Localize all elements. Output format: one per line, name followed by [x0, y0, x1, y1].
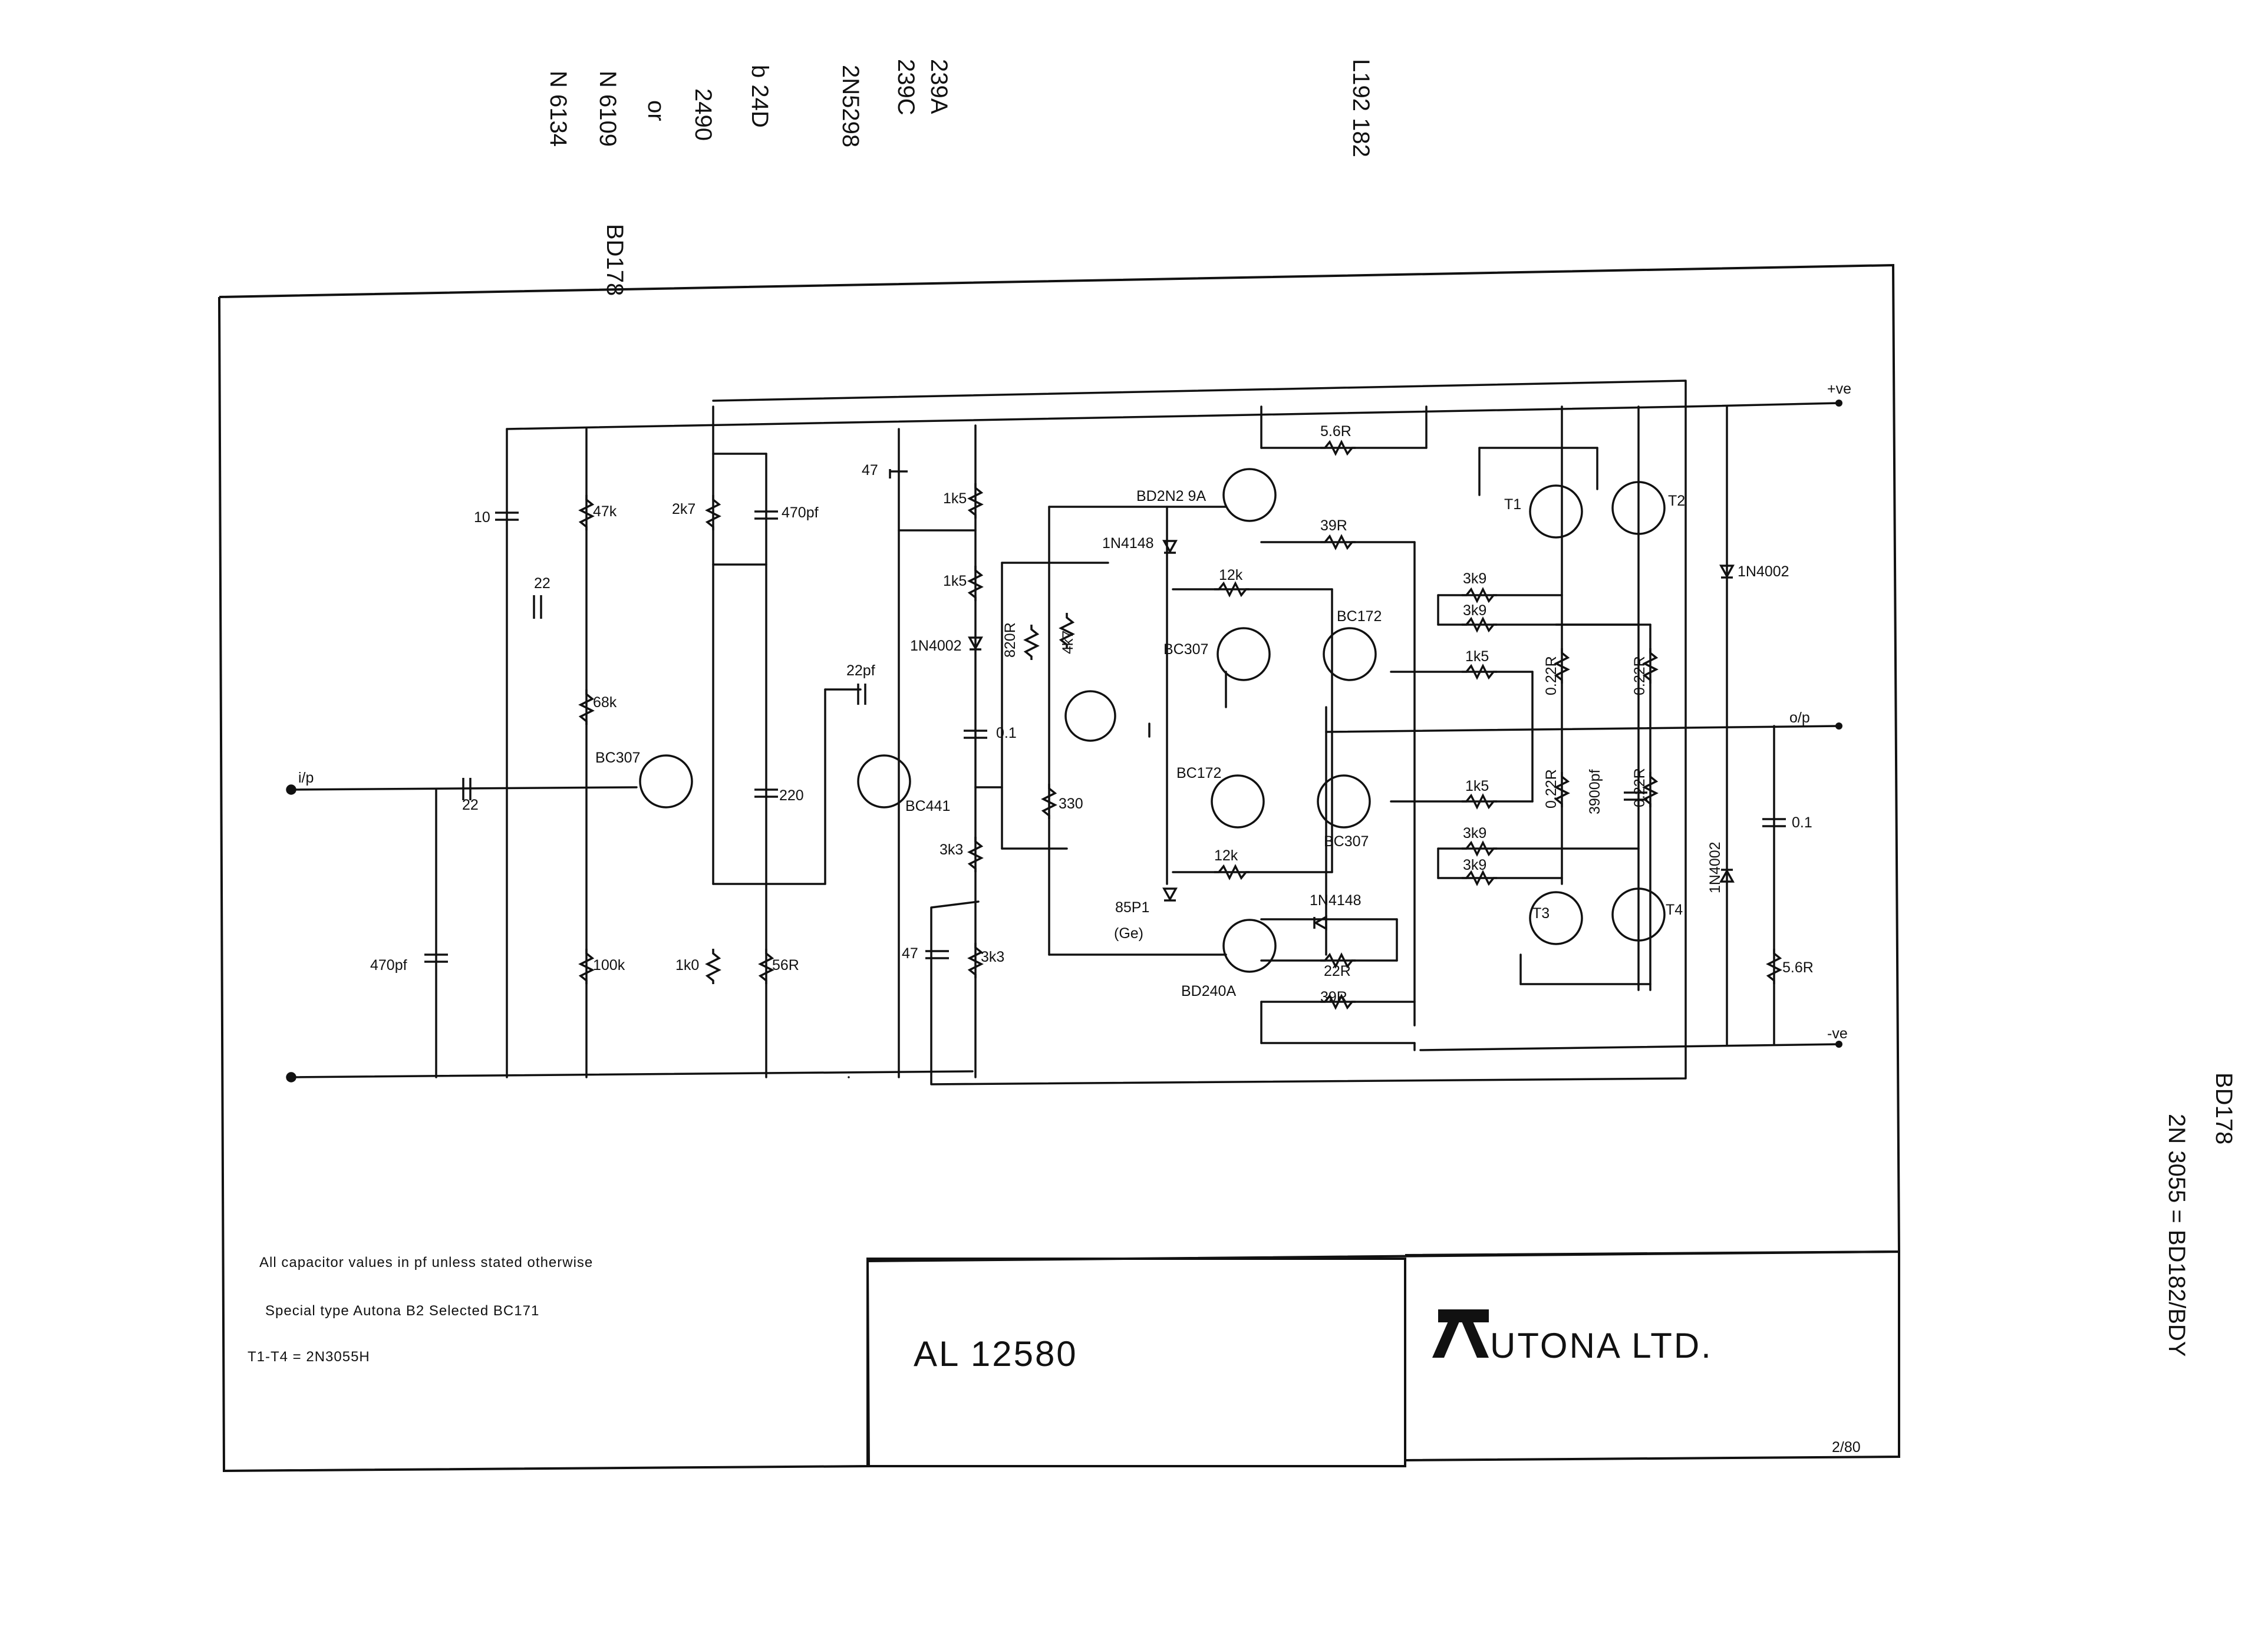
label-r-56-out: 5.6R: [1782, 959, 1814, 976]
label-c-22-bias: 22: [534, 575, 550, 592]
note-capacitors: All capacitor values in pf unless stated…: [259, 1255, 593, 1270]
label-d-1n4002-c: 1N4002: [1707, 842, 1723, 893]
input-terminal-label: i/p: [298, 770, 314, 786]
label-r-3k3-a: 3k3: [939, 842, 963, 858]
label-r-39r-top: 39R: [1320, 517, 1347, 534]
label-r-39r-bot: 39R: [1320, 989, 1347, 1005]
hand-or: or: [643, 100, 669, 121]
label-r-3k9-c: 3k9: [1463, 825, 1486, 842]
label-r-022-c: 0.22R: [1543, 769, 1560, 808]
hand-2n3055: 2N 3055 = BD182/BDY: [2164, 1114, 2190, 1357]
label-c-220: 220: [779, 787, 804, 804]
hand-bd178-top: BD178: [602, 224, 628, 296]
label-c-470-fb: 470pf: [782, 504, 819, 521]
capacitors: [424, 469, 1786, 963]
label-d-85p1: 85P1: [1115, 899, 1149, 916]
label-r-56-top: 5.6R: [1320, 423, 1351, 440]
label-r-3k9-b: 3k9: [1463, 602, 1486, 619]
label-c-470-in: 470pf: [370, 957, 407, 974]
hand-2490: 2490: [690, 88, 716, 141]
label-c-01-mid: 0.1: [996, 725, 1017, 741]
label-q-bd240: BD240A: [1181, 983, 1236, 999]
label-c-10: 10: [474, 509, 490, 526]
label-r-1k5-b: 1k5: [943, 573, 967, 589]
label-vr-4k7: 4k7: [1060, 631, 1076, 654]
label-r-3k9-d: 3k9: [1463, 857, 1486, 873]
label-r-22r: 22R: [1324, 963, 1351, 979]
notes: All capacitor values in pf unless stated…: [248, 1255, 593, 1365]
title-block: AL 12580 UTONA LTD. 2/80: [914, 1309, 1861, 1456]
label-r-022-d: 0.22R: [1631, 768, 1648, 807]
label-r-1k5-d: 1k5: [1465, 778, 1489, 794]
hand-bd178-right: BD178: [2211, 1072, 2237, 1144]
sheet-number: 2/80: [1832, 1439, 1861, 1456]
label-q-bc172-u: BC172: [1337, 608, 1382, 625]
label-q-t4: T4: [1666, 902, 1683, 918]
hand-239c: 239C: [893, 59, 919, 116]
hand-l192: L192 182: [1348, 59, 1374, 157]
note-special: Special type Autona B2 Selected BC171: [265, 1303, 539, 1319]
label-q-bc172-l: BC172: [1176, 765, 1221, 781]
label-q-in: BC307: [595, 750, 640, 766]
neg-rail-label: -ve: [1827, 1025, 1848, 1042]
label-q-bd242: BD2N2 9A: [1136, 488, 1206, 504]
diodes: [968, 540, 1735, 930]
pos-rail-label: +ve: [1827, 381, 1851, 397]
label-c-3900: 3900pf: [1587, 769, 1603, 814]
label-q-t2: T2: [1668, 493, 1685, 509]
label-r-330: 330: [1059, 796, 1083, 812]
autona-logo: [1432, 1309, 1489, 1358]
label-r-12k-a: 12k: [1219, 567, 1243, 583]
terminal-labels: i/p o/p +ve -ve: [298, 381, 1851, 1042]
label-r-820r: 820R: [1002, 622, 1018, 658]
transistors: [639, 468, 1666, 973]
label-r-022-b: 0.22R: [1631, 656, 1648, 695]
resistors: [578, 440, 1782, 1010]
label-q-bc307-u: BC307: [1163, 641, 1208, 658]
label-r-3k9-a: 3k9: [1463, 570, 1486, 587]
label-c-in: 22: [462, 797, 479, 813]
label-r-1k0: 1k0: [675, 957, 699, 974]
label-r-022-a: 0.22R: [1543, 656, 1560, 695]
label-r-1k5-a: 1k5: [943, 490, 967, 507]
label-d-ge: (Ge): [1114, 925, 1143, 942]
drawing-frame: [218, 263, 1901, 1473]
label-d-1n4002-b: 1N4002: [1738, 563, 1789, 580]
wiring: [286, 380, 1842, 1085]
label-d-1n4002-a: 1N4002: [910, 638, 962, 654]
label-c-22pf: 22pf: [846, 662, 875, 679]
hand-n6109: N 6109: [595, 71, 621, 147]
label-r-3k3-b: 3k3: [981, 949, 1004, 965]
hand-b24d: b 24D: [747, 65, 773, 128]
company-name: UTONA LTD.: [1490, 1326, 1713, 1365]
label-r-2k7: 2k7: [672, 501, 695, 517]
label-r-12k-b: 12k: [1214, 847, 1238, 864]
label-d-1n4148-a: 1N4148: [1102, 535, 1154, 552]
label-c-47-top: 47: [862, 462, 878, 478]
label-r-100k: 100k: [593, 957, 625, 974]
label-c-47-bot: 47: [902, 945, 918, 962]
handwritten-annotations: 239A 239C 2N5298 b 24D 2490 or N 6109 N …: [545, 59, 2237, 1357]
output-terminal-label: o/p: [1789, 710, 1810, 726]
hand-2n5298: 2N5298: [838, 65, 863, 147]
label-q-bc307-l: BC307: [1324, 833, 1369, 850]
label-r-68k: 68k: [593, 694, 617, 711]
label-d-1n4148-b: 1N4148: [1310, 892, 1362, 909]
label-r-1k5-c: 1k5: [1465, 648, 1489, 665]
label-q-t1: T1: [1504, 496, 1521, 513]
hand-n6134: N 6134: [545, 71, 571, 147]
label-r-56r: 56R: [772, 957, 799, 974]
component-labels: 22 470pf 10 22 47k 68k 100k BC307 2k7 1k…: [370, 423, 1814, 1005]
drawing-number: AL 12580: [914, 1334, 1078, 1374]
hand-239a: 239A: [926, 59, 952, 114]
note-transistors: T1-T4 = 2N3055H: [248, 1349, 370, 1365]
label-r-47k: 47k: [593, 503, 617, 520]
label-q-driver: BC441: [905, 798, 950, 814]
label-c-01-out: 0.1: [1792, 814, 1812, 831]
label-q-t3: T3: [1532, 905, 1550, 922]
